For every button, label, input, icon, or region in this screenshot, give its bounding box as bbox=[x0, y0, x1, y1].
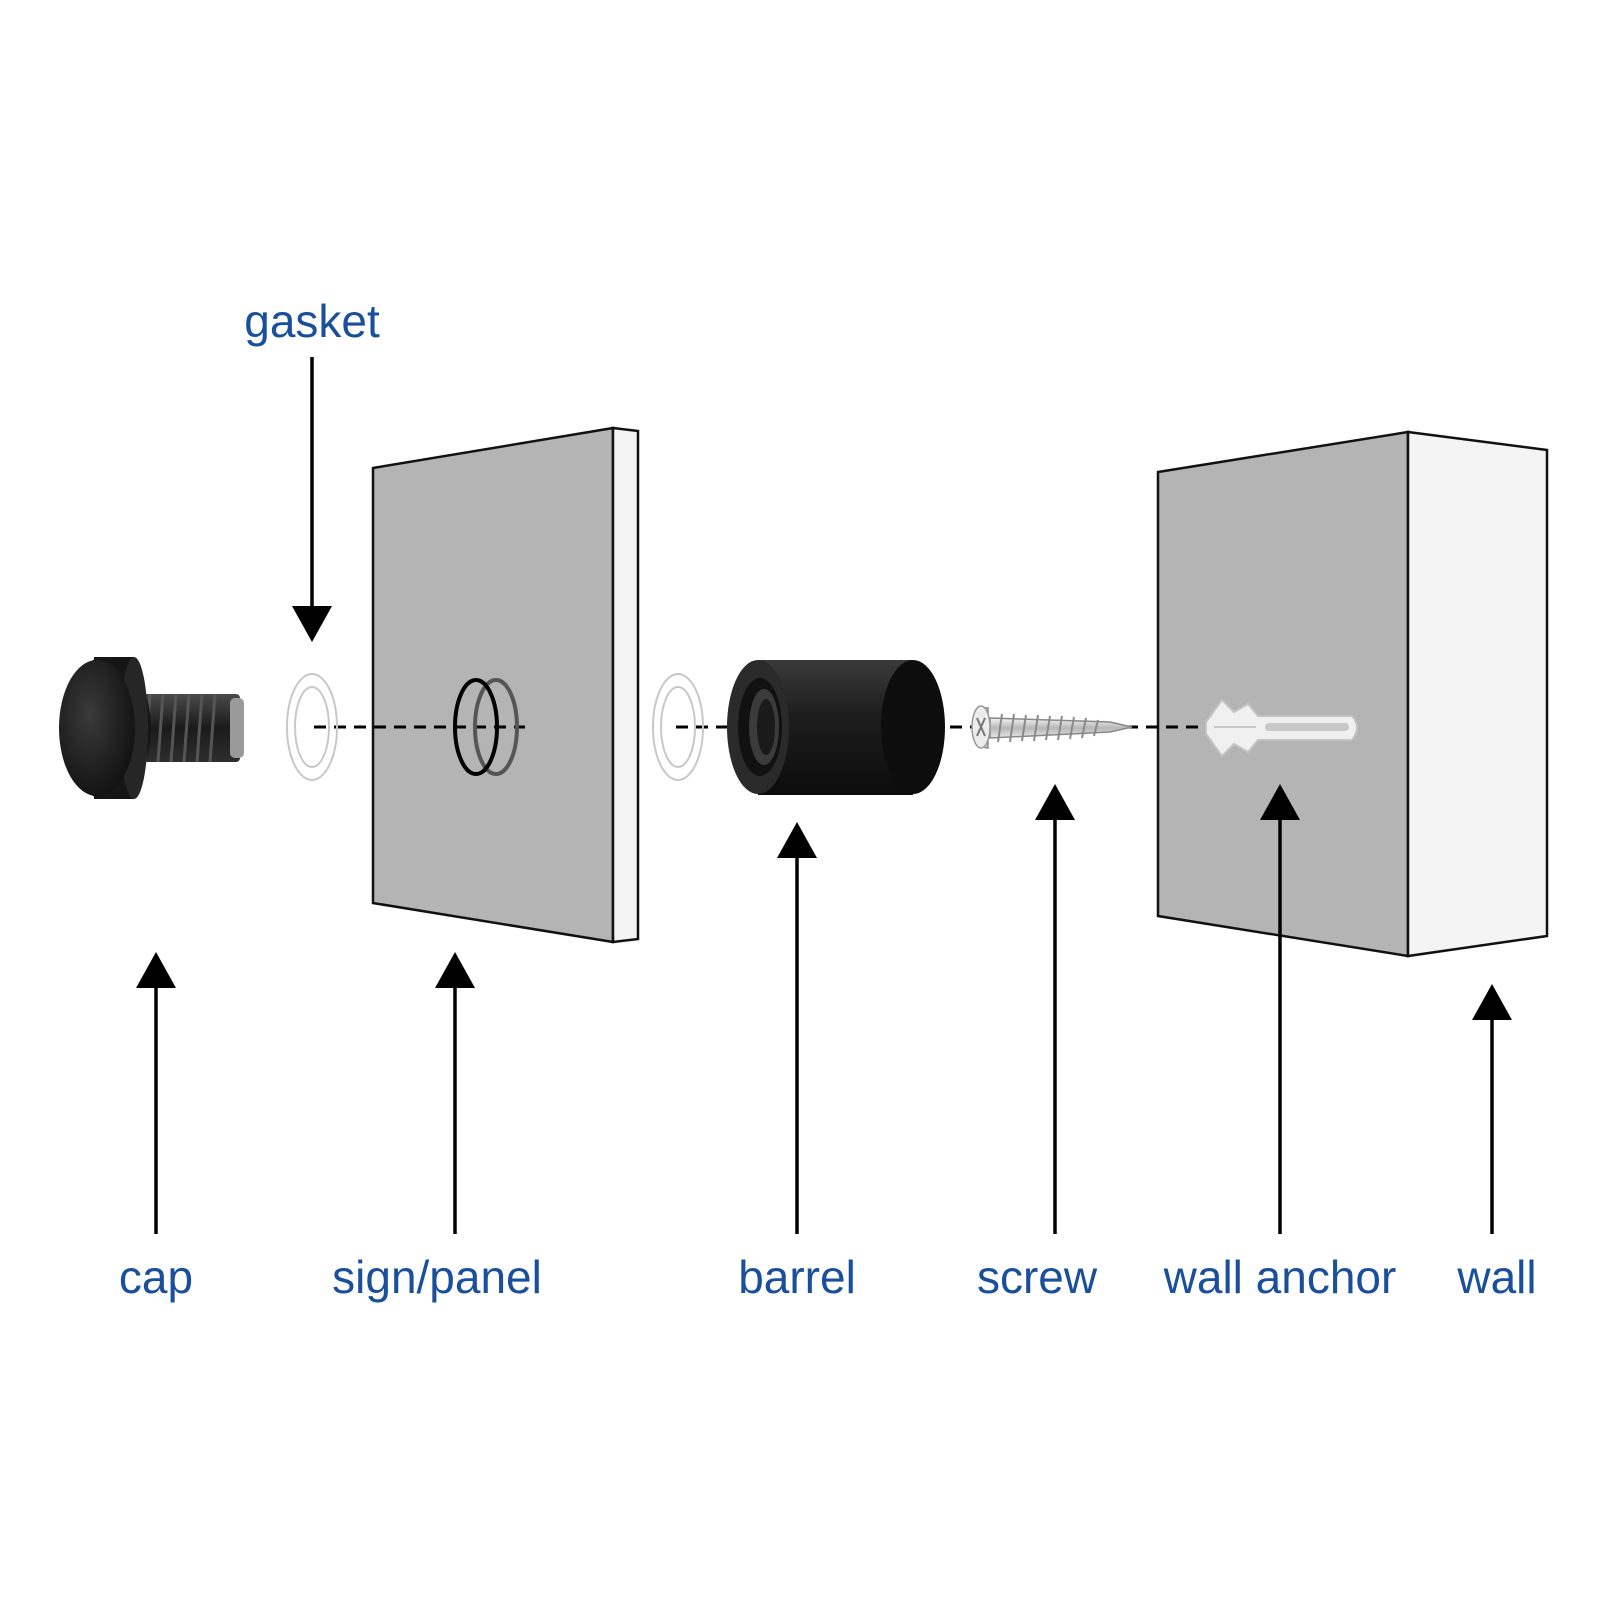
gasket-ring-icon bbox=[286, 673, 338, 781]
label-cap: cap bbox=[118, 1251, 194, 1303]
label-wall-anchor: wall anchor bbox=[1163, 1251, 1397, 1303]
label-sign-panel: sign/panel bbox=[332, 1251, 542, 1303]
wall-anchor-icon bbox=[1205, 698, 1358, 758]
barrel-icon bbox=[727, 660, 945, 795]
cap-bolt-icon bbox=[59, 657, 244, 799]
cap-arrowhead bbox=[136, 952, 176, 988]
screw-icon bbox=[971, 705, 1133, 749]
panel-arrowhead bbox=[435, 952, 475, 988]
label-screw: screw bbox=[976, 1251, 1098, 1303]
label-barrel: barrel bbox=[738, 1251, 856, 1303]
gasket-ring-icon bbox=[652, 673, 704, 781]
label-gasket: gasket bbox=[244, 295, 380, 347]
sign-panel-face bbox=[371, 426, 615, 944]
panel-hole bbox=[453, 678, 519, 776]
wall-side-face bbox=[1406, 430, 1549, 958]
screw-arrowhead bbox=[1035, 784, 1075, 820]
callout-arrows bbox=[136, 357, 1512, 1234]
anchor-arrowhead bbox=[1260, 784, 1300, 820]
wall-front-face bbox=[1156, 430, 1410, 958]
barrel-arrowhead bbox=[777, 822, 817, 858]
label-wall: wall bbox=[1457, 1251, 1537, 1303]
wall-arrowhead bbox=[1472, 984, 1512, 1020]
wall-block bbox=[1156, 430, 1549, 958]
sign-panel bbox=[371, 426, 640, 944]
gasket-arrowhead bbox=[292, 606, 332, 642]
sign-panel-edge bbox=[611, 426, 640, 944]
